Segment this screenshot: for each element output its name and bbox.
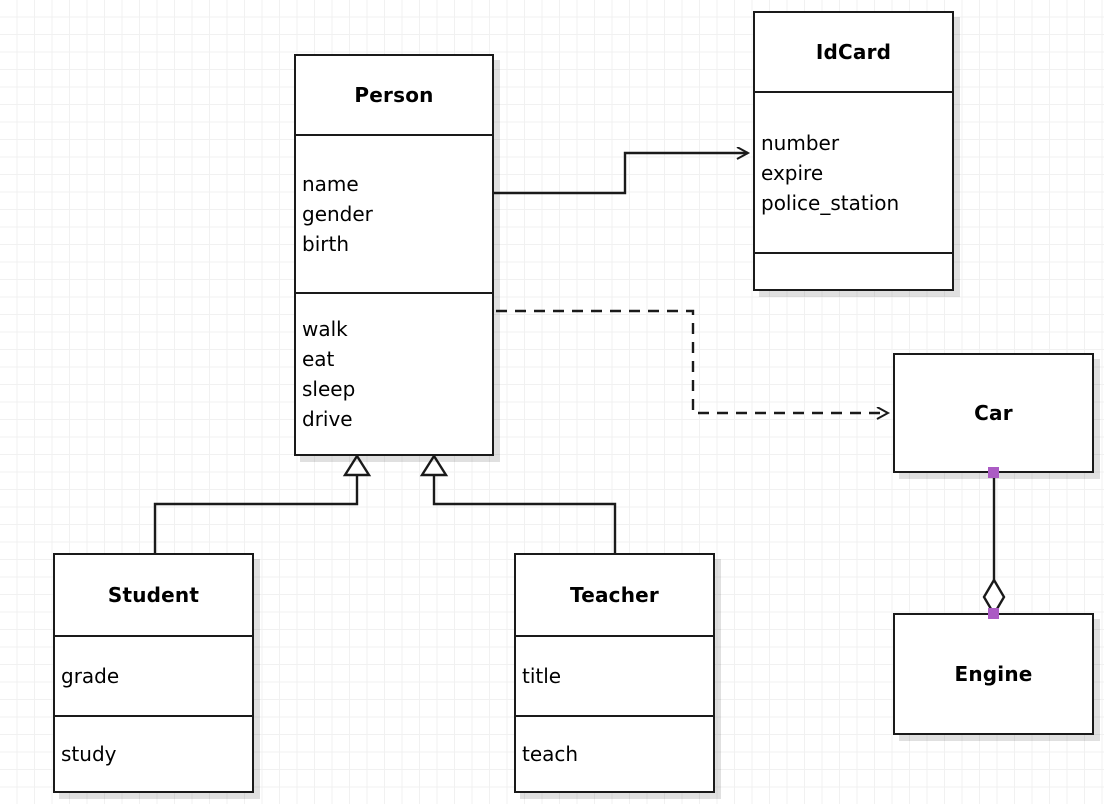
teacher-attributes-compartment: title <box>516 635 713 715</box>
attribute-item: title <box>522 664 562 688</box>
edge-car-engine <box>982 473 1006 617</box>
attribute-item: police_station <box>761 190 900 215</box>
attribute-item: grade <box>61 664 120 688</box>
student-attributes-compartment: grade <box>55 635 252 715</box>
class-box-person[interactable]: Person name gender birth walk eat sleep … <box>294 54 494 456</box>
generalization-triangle-student <box>342 453 372 477</box>
person-operations-compartment: walk eat sleep drive <box>296 292 492 454</box>
class-box-car[interactable]: Car <box>893 353 1094 473</box>
teacher-operations-compartment: teach <box>516 715 713 791</box>
edge-person-car <box>496 309 888 413</box>
class-box-student[interactable]: Student grade study <box>53 553 254 793</box>
idcard-operations-compartment <box>755 252 952 289</box>
class-box-engine[interactable]: Engine <box>893 613 1094 735</box>
operation-item: drive <box>302 407 353 431</box>
operation-item: walk <box>302 317 348 341</box>
edge-teacher-person <box>419 453 617 553</box>
car-class-name: Car <box>974 401 1013 425</box>
attribute-item: gender <box>302 202 373 226</box>
idcard-class-name: IdCard <box>815 40 892 64</box>
operation-item: teach <box>522 742 579 766</box>
attribute-item: expire <box>761 160 824 185</box>
student-name-compartment: Student <box>55 555 252 635</box>
person-class-name: Person <box>354 83 434 107</box>
attribute-item: name <box>302 172 359 196</box>
edge-person-idcard <box>494 153 748 195</box>
attribute-item: number <box>761 130 840 155</box>
operation-item: study <box>61 742 117 766</box>
generalization-triangle-teacher <box>419 453 449 477</box>
operation-item: sleep <box>302 377 356 401</box>
connector-handle-car[interactable] <box>988 467 999 478</box>
operation-item: eat <box>302 347 335 371</box>
teacher-name-compartment: Teacher <box>516 555 713 635</box>
connector-handle-engine[interactable] <box>988 608 999 619</box>
idcard-attributes-compartment: number expire police_station <box>755 91 952 252</box>
teacher-class-name: Teacher <box>570 583 659 607</box>
student-class-name: Student <box>107 583 200 607</box>
idcard-name-compartment: IdCard <box>755 13 952 91</box>
class-box-teacher[interactable]: Teacher title teach <box>514 553 715 793</box>
car-name-compartment: Car <box>895 355 1092 471</box>
edge-student-person <box>153 453 372 553</box>
class-box-idcard[interactable]: IdCard number expire police_station <box>753 11 954 291</box>
student-operations-compartment: study <box>55 715 252 791</box>
engine-name-compartment: Engine <box>895 615 1092 733</box>
person-attributes-compartment: name gender birth <box>296 134 492 292</box>
person-name-compartment: Person <box>296 56 492 134</box>
attribute-item: birth <box>302 232 349 256</box>
engine-class-name: Engine <box>954 662 1033 686</box>
